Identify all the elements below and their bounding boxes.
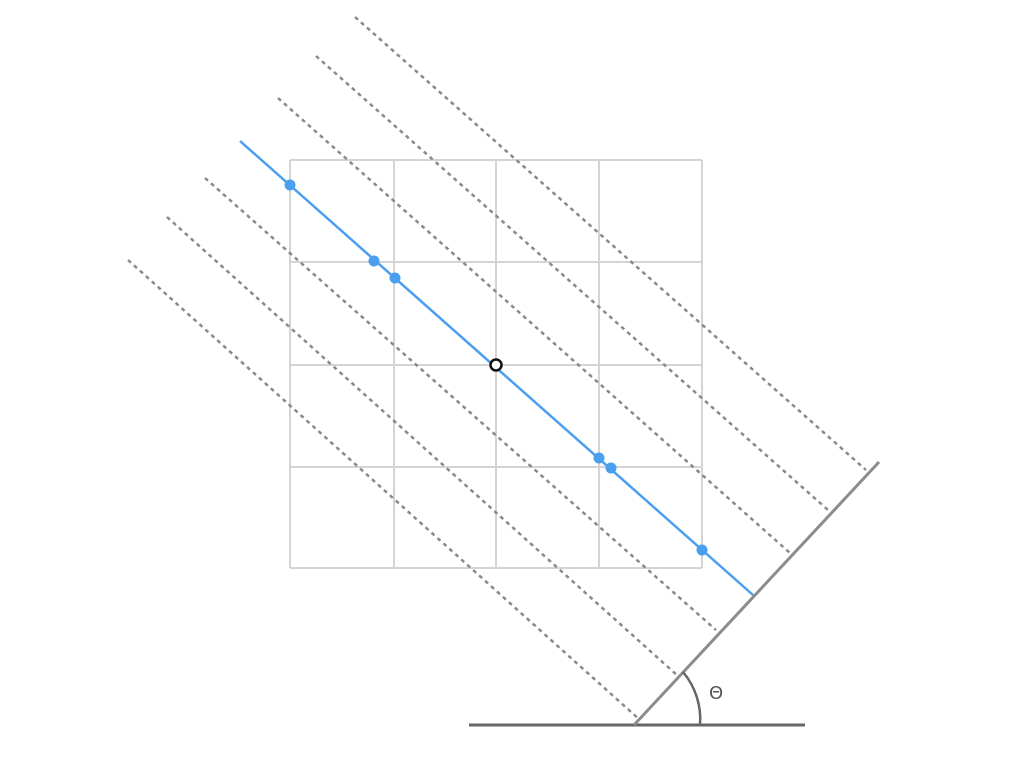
intersection-point (284, 179, 296, 191)
projection-ray (127, 259, 641, 721)
intersection-point (696, 544, 708, 556)
intersection-point (389, 272, 401, 284)
intersection-point (593, 452, 605, 464)
intersection-point (605, 462, 617, 474)
intersection-point (368, 255, 380, 267)
ray-pixel-intersections (284, 179, 708, 556)
projection-ray (354, 16, 867, 471)
projection-ray (277, 97, 791, 554)
detector-line (632, 460, 881, 727)
center-point (489, 358, 503, 372)
angle-arc (682, 671, 702, 726)
projection-rays (127, 16, 867, 721)
pixel-grid (289, 159, 703, 569)
projection-ray (166, 216, 679, 677)
angle-label: Θ (709, 683, 723, 704)
projection-ray (204, 177, 717, 631)
projection-ray (315, 55, 829, 511)
